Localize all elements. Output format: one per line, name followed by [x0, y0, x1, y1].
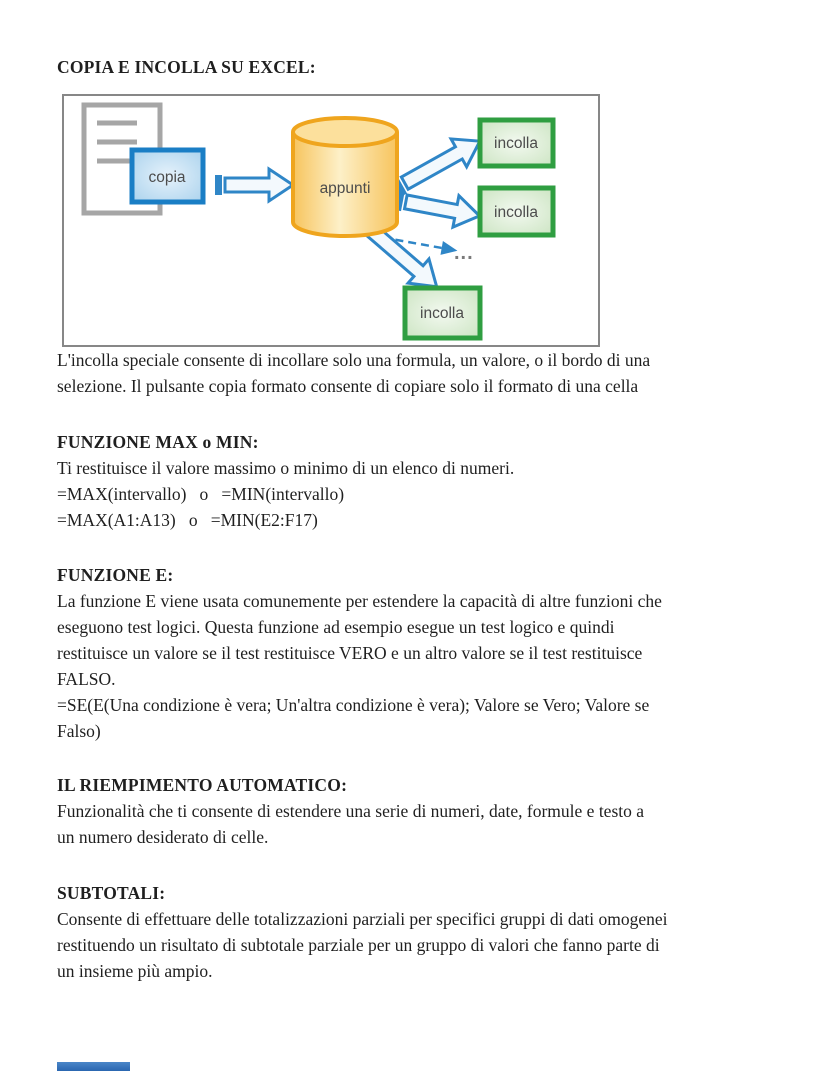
copia-label: copia — [148, 169, 185, 186]
incolla-label-1: incolla — [494, 135, 538, 152]
riempimento-heading: IL RIEMPIMENTO AUTOMATICO: — [57, 775, 348, 795]
subtotali-description: Consente di effettuare delle totalizzazi… — [57, 909, 668, 981]
subtotali-heading: SUBTOTALI: — [57, 883, 166, 903]
max-min-formula-example: =MAX(A1:A13) o =MIN(E2:F17) — [57, 510, 318, 530]
next-element-partial — [57, 1062, 130, 1071]
max-min-description: Ti restituisce il valore massimo o minim… — [57, 458, 515, 478]
copy-paste-diagram-svg: ... copia — [81, 102, 556, 341]
max-min-heading: FUNZIONE MAX o MIN: — [57, 432, 259, 452]
funzione-e-heading: FUNZIONE E: — [57, 565, 174, 585]
clipboard-to-paste2-arrow — [394, 190, 483, 230]
ellipsis-label: ... — [454, 242, 474, 264]
funzione-e-formula: =SE(E(Una condizione è vera; Un'altra co… — [57, 695, 650, 741]
max-min-formula-generic: =MAX(intervallo) o =MIN(intervallo) — [57, 484, 345, 504]
incolla-label-3: incolla — [420, 305, 464, 322]
riempimento-description: Funzionalità che ti consente di estender… — [57, 801, 645, 847]
clipboard-to-paste1-arrow — [391, 137, 483, 197]
incolla-box-3: incolla — [402, 285, 483, 341]
intro-paragraph: L'incolla speciale consente di incollare… — [57, 350, 651, 396]
appunti-label: appunti — [320, 180, 371, 197]
section-funzione-max-min: FUNZIONE MAX o MIN: Ti restituisce il va… — [57, 429, 772, 533]
incolla-label-2: incolla — [494, 204, 538, 221]
funzione-e-description: La funzione E viene usata comunemente pe… — [57, 591, 662, 689]
section-funzione-e: FUNZIONE E: La funzione E viene usata co… — [57, 562, 772, 744]
section-riempimento-automatico: IL RIEMPIMENTO AUTOMATICO: Funzionalità … — [57, 772, 772, 850]
page-content: COPIA E INCOLLA SU EXCEL: — [57, 0, 772, 984]
clipboard-cylinder: appunti — [291, 116, 399, 238]
main-heading: COPIA E INCOLLA SU EXCEL: — [57, 57, 316, 77]
copia-box: copia — [129, 147, 206, 205]
copy-to-clipboard-arrow — [215, 166, 296, 204]
copy-paste-diagram: ... copia — [62, 94, 600, 347]
incolla-box-2: incolla — [477, 185, 556, 238]
incolla-box-1: incolla — [477, 117, 556, 169]
section-subtotali: SUBTOTALI: Consente di effettuare delle … — [57, 880, 772, 984]
